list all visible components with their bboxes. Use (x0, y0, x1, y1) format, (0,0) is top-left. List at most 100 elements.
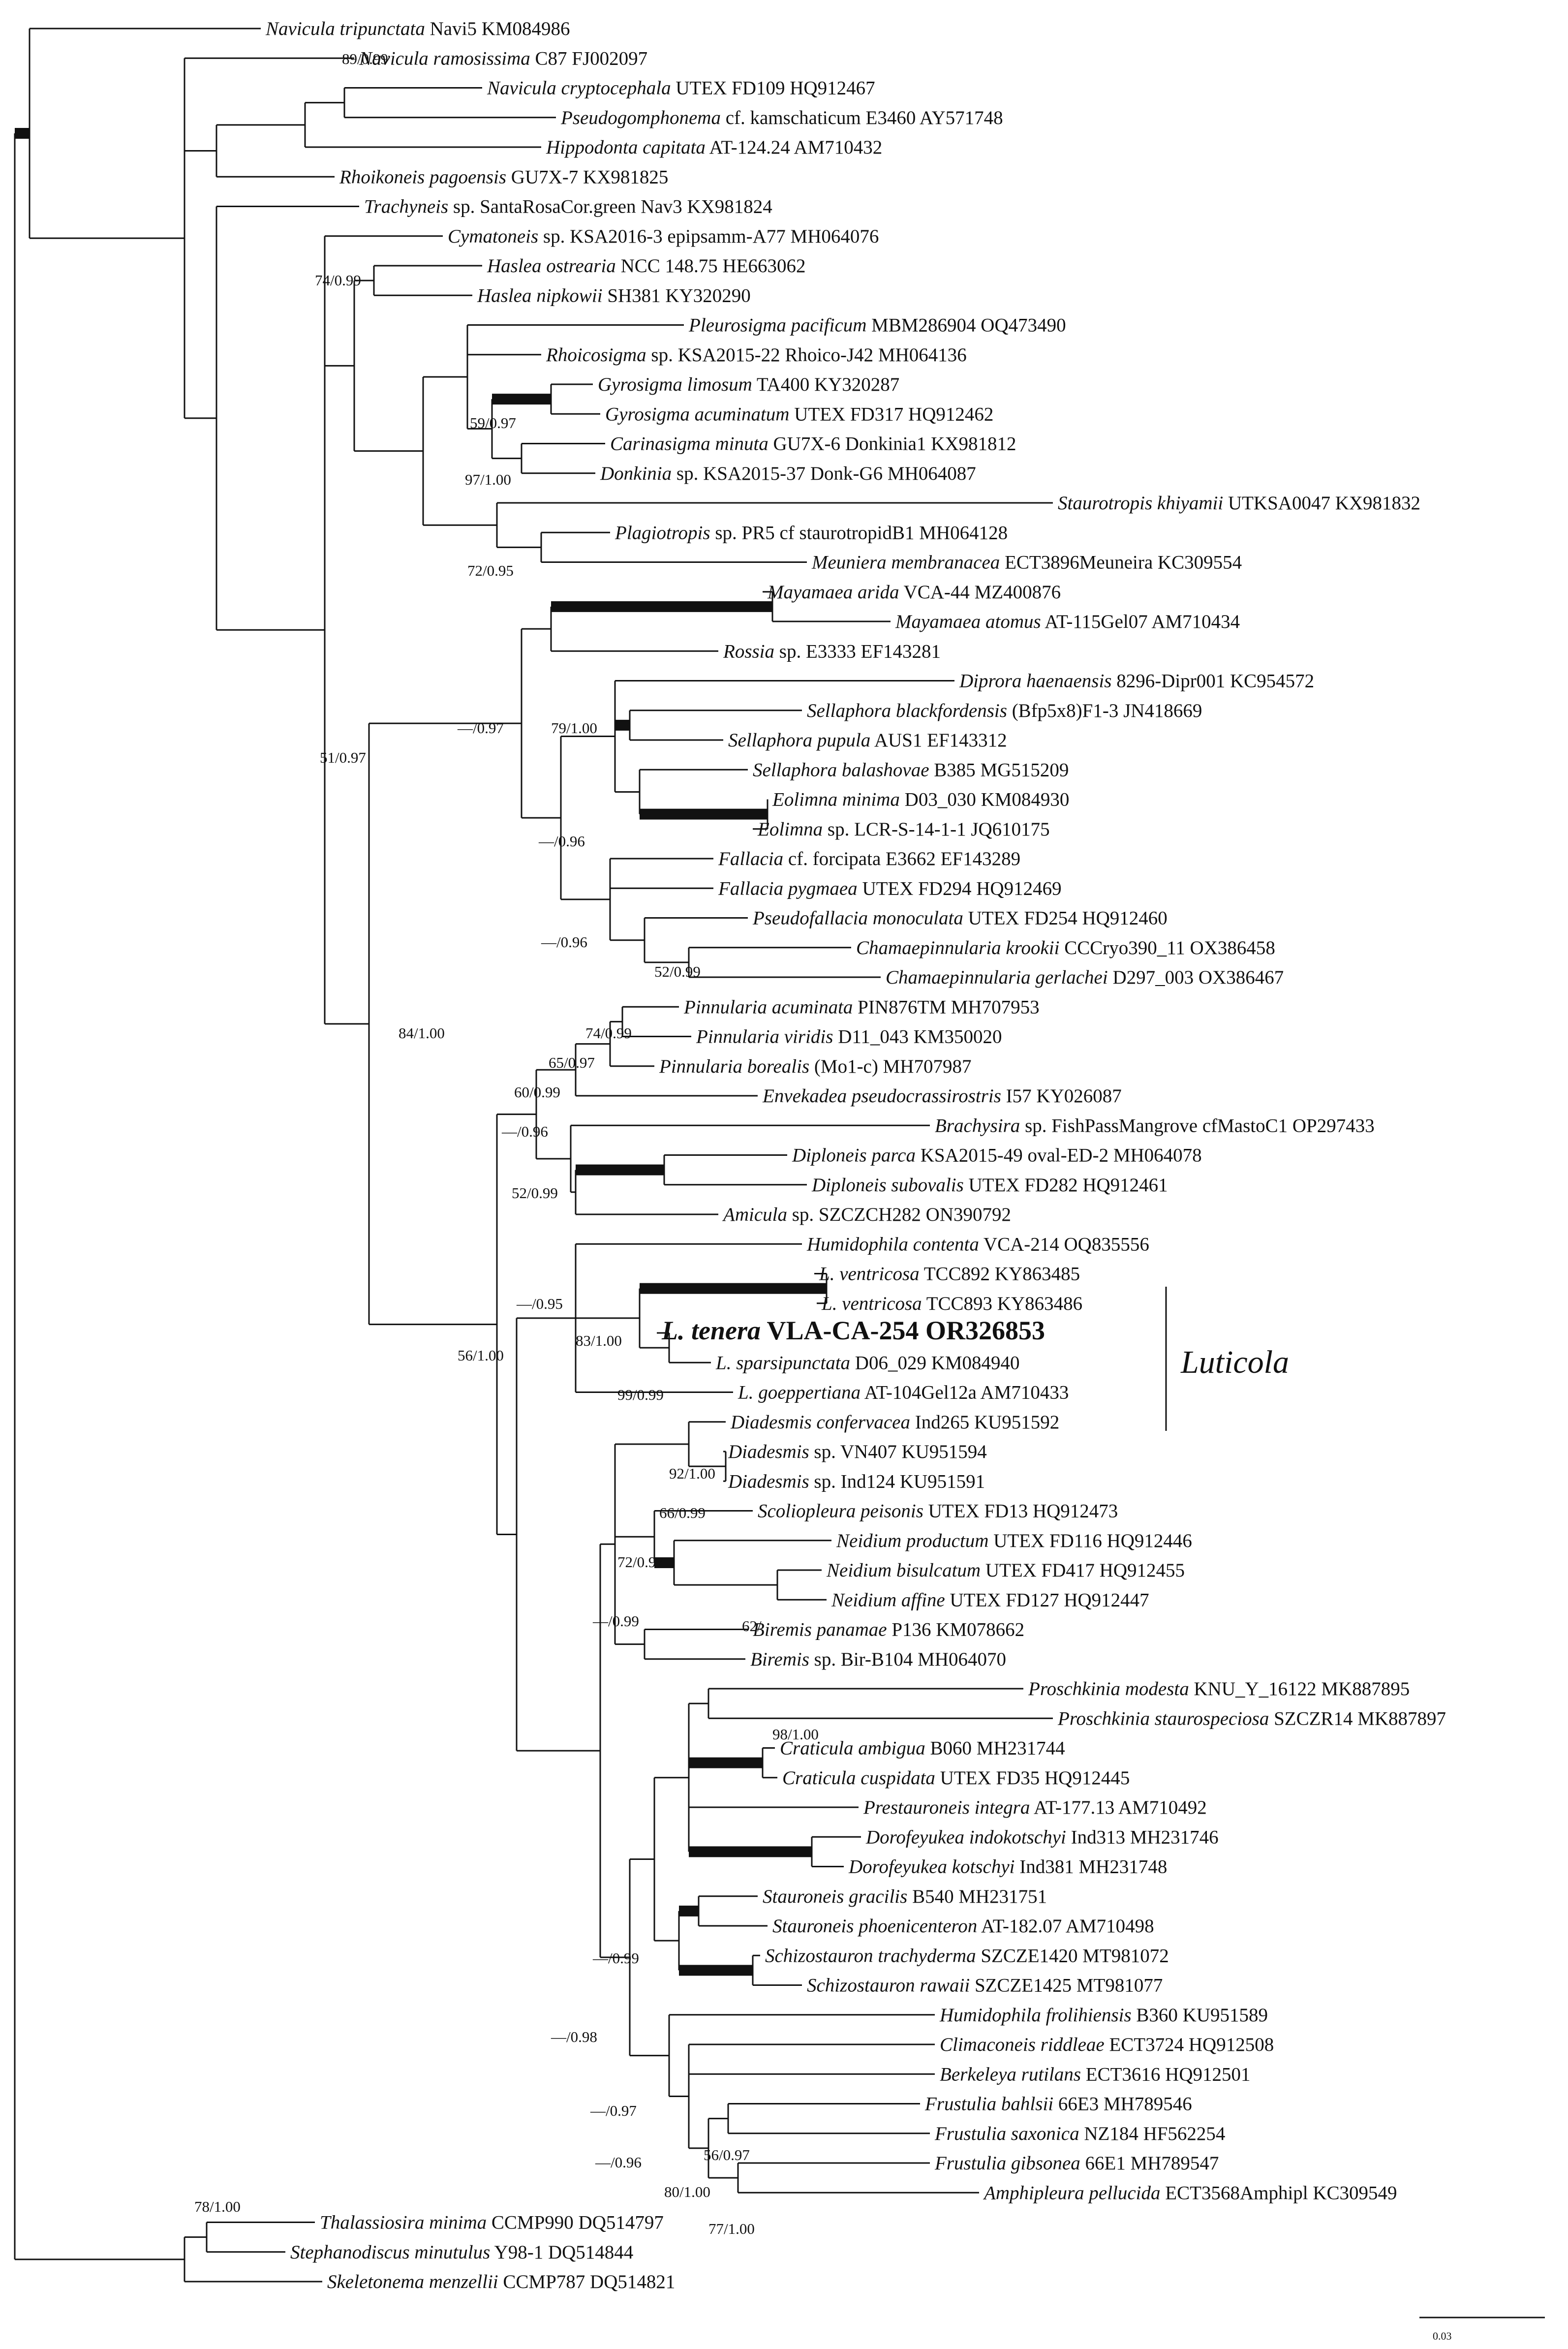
support-value: —/0.99 (592, 1612, 639, 1630)
support-value: 52/0.99 (512, 1184, 558, 1202)
support-value: 65/0.97 (549, 1054, 595, 1071)
taxon-accession: sp. Ind124 KU951591 (809, 1471, 985, 1492)
taxon-accession: MBM286904 OQ473490 (866, 315, 1066, 336)
taxon-name: Stauroneis phoenicenteron (772, 1916, 977, 1937)
taxon-accession: UTEX FD417 HQ912455 (981, 1560, 1185, 1581)
taxon-label: Diprora haenaensis 8296-Dipr001 KC954572 (959, 671, 1314, 692)
taxon-label: Neidium bisulcatum UTEX FD417 HQ912455 (826, 1560, 1185, 1581)
taxon-accession: VLA-CA-254 OR326853 (761, 1316, 1045, 1345)
taxon-label: Biremis sp. Bir-B104 MH064070 (750, 1649, 1006, 1670)
taxon-name: Chamaepinnularia krookii (856, 937, 1059, 958)
taxon-label: Staurotropis khiyamii UTKSA0047 KX981832 (1058, 493, 1420, 514)
taxon-label: Mayamaea arida VCA-44 MZ400876 (767, 582, 1061, 603)
support-value: —/0.96 (538, 833, 585, 850)
taxon-name: Pinnularia acuminata (683, 996, 853, 1018)
taxon-name: Rossia (723, 641, 774, 662)
taxon-accession: TCC892 KY863485 (920, 1264, 1080, 1285)
taxon-label: Frustulia bahlsii 66E3 MH789546 (924, 2094, 1192, 2115)
taxon-accession: UTEX FD116 HQ912446 (988, 1530, 1192, 1551)
taxon-accession: 8296-Dipr001 KC954572 (1111, 671, 1314, 692)
taxon-label: Neidium productum UTEX FD116 HQ912446 (836, 1530, 1192, 1551)
taxon-accession: sp. KSA2015-22 Rhoico-J42 MH064136 (646, 344, 967, 366)
taxon-label: Pinnularia borealis (Mo1-c) MH707987 (659, 1056, 971, 1077)
taxon-name: Trachyneis (364, 196, 448, 217)
taxon-name: Haslea nipkowii (477, 285, 603, 306)
taxon-label: Sellaphora blackfordensis (Bfp5x8)F1-3 J… (807, 700, 1202, 721)
taxon-accession: sp. E3333 EF143281 (774, 641, 941, 662)
taxon-label: Thalassiosira minima CCMP990 DQ514797 (320, 2212, 664, 2233)
taxon-accession: NCC 148.75 HE663062 (616, 255, 806, 277)
taxon-label: Haslea ostrearia NCC 148.75 HE663062 (487, 255, 806, 277)
taxon-name: Frustulia saxonica (934, 2123, 1079, 2144)
support-value: —/0.96 (541, 933, 587, 951)
scale-bar: 0.03 (1419, 2317, 1545, 2342)
support-value: —/0.96 (595, 2154, 642, 2171)
taxon-accession: sp. VN407 KU951594 (809, 1441, 987, 1462)
taxon-name: Mayamaea arida (767, 582, 899, 603)
taxon-label: Schizostauron trachyderma SZCZE1420 MT98… (765, 1945, 1169, 1966)
taxon-label: Prestauroneis integra AT-177.13 AM710492 (863, 1797, 1207, 1818)
taxon-name: Schizostauron trachyderma (765, 1945, 976, 1966)
taxon-name: Amphipleura pellucida (983, 2182, 1161, 2203)
taxon-label: L. goeppertiana AT-104Gel12a AM710433 (738, 1382, 1069, 1403)
taxon-label: Dorofeyukea kotschyi Ind381 MH231748 (848, 1856, 1167, 1878)
taxon-label: Skeletonema menzellii CCMP787 DQ514821 (327, 2271, 675, 2292)
taxon-label: Pseudofallacia monoculata UTEX FD254 HQ9… (752, 908, 1168, 929)
taxon-label: Chamaepinnularia krookii CCCryo390_11 OX… (856, 937, 1275, 958)
taxon-name: Craticula cuspidata (782, 1767, 935, 1789)
taxon-accession: AT-177.13 AM710492 (1030, 1797, 1206, 1818)
taxon-label: Mayamaea atomus AT-115Gel07 AM710434 (895, 611, 1240, 632)
taxon-label: Navicula ramosissima C87 FJ002097 (359, 48, 647, 69)
taxon-name: L. sparsipunctata (715, 1352, 850, 1373)
taxon-label: Dorofeyukea indokotschyi Ind313 MH231746 (865, 1826, 1219, 1848)
taxon-label: Amphipleura pellucida ECT3568Amphipl KC3… (983, 2182, 1397, 2203)
taxon-accession: ECT3616 HQ912501 (1081, 2064, 1251, 2085)
taxon-accession: KNU_Y_16122 MK887895 (1189, 1678, 1410, 1700)
taxon-name: Dorofeyukea indokotschyi (865, 1826, 1066, 1848)
taxon-accession: ECT3568Amphipl KC309549 (1161, 2182, 1397, 2203)
taxon-name: Diprora haenaensis (959, 671, 1111, 692)
taxon-accession: C87 FJ002097 (530, 48, 647, 69)
taxon-name: Eolimna (757, 819, 823, 840)
taxon-label: Stephanodiscus minutulus Y98-1 DQ514844 (290, 2242, 633, 2263)
support-value: 77/1.00 (708, 2220, 755, 2237)
taxon-name: Meuniera membranacea (811, 552, 1000, 573)
taxon-accession: VCA-214 OQ835556 (979, 1234, 1149, 1255)
taxon-accession: AUS1 EF143312 (870, 730, 1007, 751)
taxon-name: Prestauroneis integra (863, 1797, 1030, 1818)
support-value: 72/0.95 (467, 562, 514, 579)
tree-branches (14, 28, 1053, 2283)
taxon-label: Pinnularia viridis D11_043 KM350020 (696, 1026, 1002, 1048)
taxon-label: Humidophila contenta VCA-214 OQ835556 (806, 1234, 1149, 1255)
taxon-label: Hippodonta capitata AT-124.24 AM710432 (546, 137, 882, 158)
taxon-accession: UTEX FD254 HQ912460 (963, 908, 1168, 929)
taxon-label: L. ventricosa TCC893 KY863486 (821, 1293, 1082, 1314)
taxon-name: Climaconeis riddleae (940, 2034, 1105, 2055)
support-value: 78/1.00 (194, 2198, 241, 2215)
luticola-clade-marker: Luticola (1165, 1287, 1289, 1431)
taxon-name: Neidium bisulcatum (826, 1560, 981, 1581)
taxon-name: Donkinia (600, 463, 672, 484)
taxon-accession: GU7X-6 Donkinia1 KX981812 (769, 433, 1016, 455)
taxon-name: Diadesmis confervacea (730, 1412, 910, 1433)
taxon-name: Frustulia gibsonea (934, 2153, 1080, 2174)
taxon-name: Hippodonta capitata (546, 137, 706, 158)
taxon-name: Biremis (750, 1649, 809, 1670)
taxon-label: Pseudogomphonema cf. kamschaticum E3460 … (560, 107, 1003, 128)
taxon-label: Navicula tripunctata Navi5 KM084986 (265, 18, 570, 39)
taxon-label: Eolimna minima D03_030 KM084930 (772, 789, 1069, 810)
taxon-name: Frustulia bahlsii (924, 2094, 1053, 2115)
taxon-label: Trachyneis sp. SantaRosaCor.green Nav3 K… (364, 196, 772, 217)
taxon-name: Humidophila contenta (806, 1234, 979, 1255)
taxon-accession: D297_003 OX386467 (1108, 967, 1284, 988)
taxon-label: Biremis panamae P136 KM078662 (753, 1619, 1024, 1640)
taxon-name: Thalassiosira minima (320, 2212, 487, 2233)
taxon-label: Eolimna sp. LCR-S-14-1-1 JQ610175 (757, 819, 1050, 840)
taxon-accession: ECT3896Meuneira KC309554 (1000, 552, 1242, 573)
taxon-name: Sellaphora balashovae (753, 759, 929, 780)
taxon-name: Navicula ramosissima (359, 48, 530, 69)
taxon-accession: sp. SantaRosaCor.green Nav3 KX981824 (448, 196, 772, 217)
taxon-name: Pinnularia borealis (659, 1056, 809, 1077)
taxon-label: Navicula cryptocephala UTEX FD109 HQ9124… (487, 78, 875, 99)
